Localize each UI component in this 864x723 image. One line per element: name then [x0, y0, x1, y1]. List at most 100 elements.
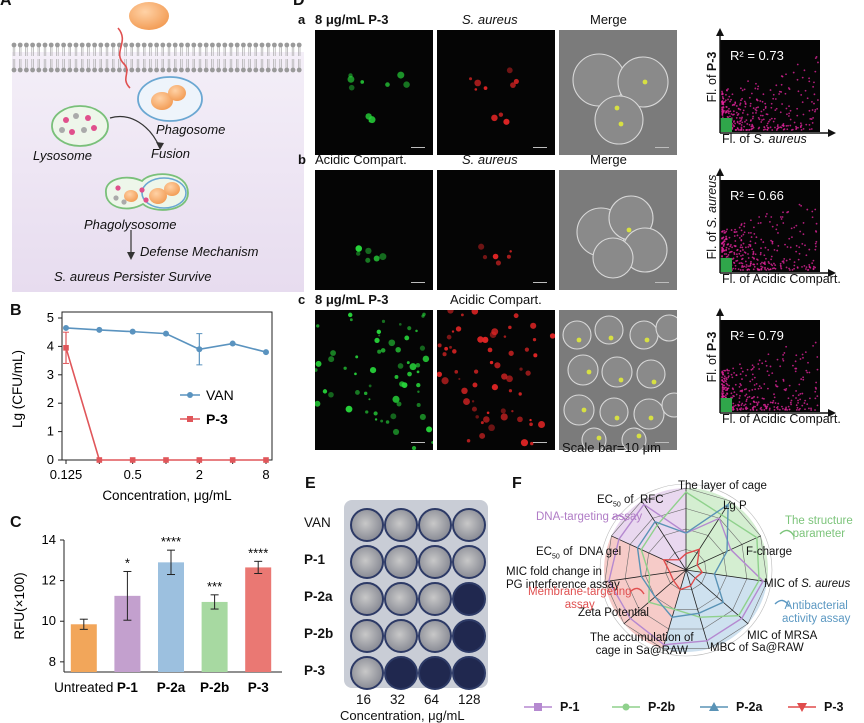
point-VAN	[129, 328, 136, 335]
lipid-head	[141, 42, 147, 48]
chart-c: 8101214RFU(×100)Untreated*P-1****P-2a***…	[12, 532, 282, 695]
category-label-Untreated: Untreated	[54, 680, 113, 695]
lipid-head	[259, 67, 265, 73]
radar-spoke	[685, 569, 749, 625]
lipid-head	[247, 42, 253, 48]
micrograph-a-3	[559, 30, 677, 155]
panel-f: F The layer of cage Lg P F-charge MIC of…	[500, 470, 864, 721]
lipid-head	[30, 67, 35, 73]
plate-col-label: 32	[390, 692, 406, 707]
lipid-head	[265, 42, 271, 48]
y-axis-label: Lg (CFU/mL)	[10, 350, 25, 428]
lipid-head	[154, 42, 160, 48]
coloc-ylabel-b: Fl. of S. aureus	[705, 174, 719, 260]
lipid-head	[278, 42, 283, 48]
well	[350, 619, 384, 653]
y-tick-label: 10	[42, 613, 56, 628]
lipid-head	[86, 67, 91, 73]
well	[452, 656, 486, 690]
point-VAN	[263, 349, 269, 356]
lipid-head	[296, 42, 302, 48]
r-squared-b: R² = 0.66	[730, 188, 784, 203]
well	[384, 545, 418, 579]
panel-a-label: A	[0, 0, 12, 9]
x-tick-label: 8	[262, 467, 269, 482]
lipid-head	[191, 67, 197, 73]
axis-lgp: Lg P	[723, 500, 747, 512]
radar-chart	[599, 483, 795, 657]
radar-spoke	[611, 535, 687, 571]
lipid-head	[216, 42, 222, 48]
lipid-head	[61, 42, 66, 48]
category-label-P-2a: P-2a	[157, 680, 186, 695]
radar-sector	[611, 488, 686, 570]
lipid-head	[36, 67, 42, 73]
lipid-head	[272, 67, 277, 73]
panel-d-label: D	[293, 0, 305, 9]
radar-ring	[604, 487, 768, 649]
lipid-head	[296, 67, 302, 73]
lipid-head	[197, 67, 203, 73]
plate-row-label: P-2a	[304, 589, 333, 604]
y-tick-label: 0	[47, 452, 54, 467]
lipid-head	[172, 42, 178, 48]
lipid-head	[48, 67, 54, 73]
coloc-ylabel-c: Fl. of P-3	[705, 331, 719, 383]
radar-spoke	[641, 500, 687, 571]
legend-label: P-1	[560, 699, 580, 714]
axis-fcharge: F-charge	[746, 546, 793, 558]
lipid-head	[129, 42, 135, 48]
scale-bar	[533, 282, 547, 283]
fusion-arrow	[109, 116, 161, 149]
significance-P-2a: ****	[161, 534, 181, 549]
defense-label: Defense Mechanism	[140, 244, 259, 259]
row-b-col1-header: Acidic Compart.	[315, 152, 407, 167]
lipid-head	[17, 42, 23, 48]
bacterium-outside	[129, 2, 169, 30]
lipid-head	[86, 42, 91, 48]
lysosome-label: Lysosome	[33, 148, 93, 163]
lipid-head	[48, 42, 54, 48]
panel-f-label: F	[512, 475, 522, 492]
y-tick-label: 8	[49, 654, 56, 669]
panel-c-label: C	[10, 514, 22, 531]
group-arrow	[774, 599, 790, 607]
row-a-col1-header: 8 μg/mL P-3	[315, 12, 389, 27]
plate-row-label: P-3	[304, 663, 326, 678]
bar-Untreated	[70, 624, 97, 672]
legend-marker	[612, 703, 640, 711]
significance-P-3: ****	[248, 545, 268, 560]
lipid-head	[92, 42, 97, 48]
scale-bar	[655, 147, 669, 148]
group-arrow	[611, 514, 627, 522]
axis-ec50-dna: EC50 of DNA gel	[536, 546, 622, 561]
axis-mic-mrsa: MIC of MRSA	[747, 630, 818, 642]
row-letter-b: b	[298, 152, 306, 167]
legend-label-VAN: VAN	[206, 387, 234, 403]
radar-series-P-2b	[640, 491, 760, 618]
radar-series-P-2a	[636, 503, 729, 618]
axis-ec50-rfc: EC50 of RFC	[597, 494, 664, 509]
lipid-head	[265, 67, 271, 73]
lipid-head	[166, 42, 172, 48]
lipid-head	[148, 42, 153, 48]
well	[350, 582, 384, 616]
point-VAN	[196, 346, 203, 353]
micrograph-b-2	[437, 170, 555, 290]
phagosome-label: Phagosome	[156, 122, 226, 137]
lipid-head	[30, 42, 35, 48]
lipid-head	[241, 67, 246, 73]
radar-sector	[662, 570, 768, 652]
lipid-head	[222, 67, 228, 73]
well	[350, 656, 384, 690]
lipid-head	[185, 42, 191, 48]
x-axis-label: Concentration, μg/mL	[102, 488, 232, 503]
point-VAN	[96, 326, 103, 333]
scale-bar	[533, 442, 547, 443]
